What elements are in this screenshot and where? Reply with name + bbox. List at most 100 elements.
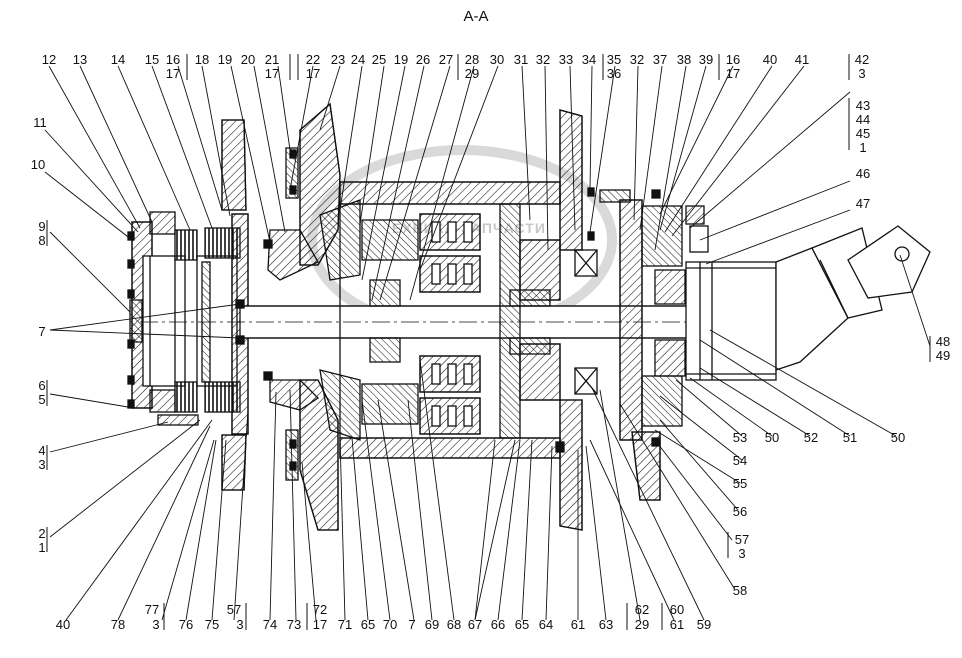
callout-bottom-15: 7 xyxy=(408,617,415,632)
label-brackets xyxy=(46,54,931,630)
callout-top-10: 17 xyxy=(265,66,279,81)
callout-bottom-6: 57 xyxy=(227,602,241,617)
callout-right-6: 48 xyxy=(936,334,950,349)
callout-right-13: 54 xyxy=(733,453,747,468)
hydraulic-motor xyxy=(685,225,931,381)
callout-left-9: 2 xyxy=(38,526,45,541)
callout-top-3: 15 xyxy=(145,52,159,67)
callout-right-15: 56 xyxy=(733,504,747,519)
callout-right-12: 50 xyxy=(891,430,905,445)
callout-bottom-16: 69 xyxy=(425,617,439,632)
callout-bottom-25: 29 xyxy=(635,617,649,632)
callout-bottom-9: 73 xyxy=(287,617,301,632)
callout-bottom-26: 60 xyxy=(670,602,684,617)
callout-top-21: 30 xyxy=(490,52,504,67)
callout-bottom-3: 3 xyxy=(152,617,159,632)
callout-top-1: 13 xyxy=(73,52,87,67)
callout-top-5: 17 xyxy=(166,66,180,81)
callout-left-10: 1 xyxy=(38,540,45,555)
callout-bottom-7: 3 xyxy=(236,617,243,632)
callout-bottom-17: 68 xyxy=(447,617,461,632)
callout-top-2: 14 xyxy=(111,52,125,67)
mechanism xyxy=(127,102,931,531)
callout-right-4: 46 xyxy=(856,166,870,181)
callout-top-12: 17 xyxy=(306,66,320,81)
callout-right-9: 50 xyxy=(765,430,779,445)
callout-left-3: 8 xyxy=(38,233,45,248)
callout-top-15: 25 xyxy=(372,52,386,67)
second-stage xyxy=(509,239,598,401)
callout-top-25: 34 xyxy=(582,52,596,67)
callout-left-4: 7 xyxy=(38,324,45,339)
callout-right-8: 53 xyxy=(733,430,747,445)
callout-left-7: 4 xyxy=(38,443,45,458)
callout-bottom-13: 65 xyxy=(361,617,375,632)
callout-top-36: 42 xyxy=(855,52,869,67)
callout-bottom-0: 40 xyxy=(56,617,70,632)
brake-housing xyxy=(129,211,249,435)
callout-top-30: 38 xyxy=(677,52,691,67)
callout-right-16: 57 xyxy=(735,532,749,547)
callout-left-6: 5 xyxy=(38,392,45,407)
callout-top-22: 31 xyxy=(514,52,528,67)
callout-bottom-10: 72 xyxy=(313,602,327,617)
callout-top-28: 32 xyxy=(630,52,644,67)
callout-top-32: 16 xyxy=(726,52,740,67)
callout-right-3: 1 xyxy=(859,140,866,155)
callout-top-26: 35 xyxy=(607,52,621,67)
callout-left-2: 9 xyxy=(38,219,45,234)
callout-top-17: 26 xyxy=(416,52,430,67)
callout-right-0: 43 xyxy=(856,98,870,113)
callout-right-17: 3 xyxy=(738,546,745,561)
callout-bottom-11: 17 xyxy=(313,617,327,632)
callout-top-23: 32 xyxy=(536,52,550,67)
callout-left-0: 11 xyxy=(33,115,47,130)
callout-bottom-20: 65 xyxy=(515,617,529,632)
bearing-set xyxy=(361,213,481,435)
callout-bottom-2: 77 xyxy=(145,602,159,617)
callout-top-20: 29 xyxy=(465,66,479,81)
section-title: A-A xyxy=(463,8,488,25)
callout-top-29: 37 xyxy=(653,52,667,67)
callout-bottom-8: 74 xyxy=(263,617,277,632)
callout-bottom-4: 76 xyxy=(179,617,193,632)
callout-top-7: 19 xyxy=(218,52,232,67)
callout-top-14: 24 xyxy=(351,52,365,67)
motor-port-circle xyxy=(894,246,910,262)
callout-bottom-14: 70 xyxy=(383,617,397,632)
leader-lines xyxy=(44,65,931,621)
callout-top-33: 17 xyxy=(726,66,740,81)
callout-top-34: 40 xyxy=(763,52,777,67)
callout-top-11: 22 xyxy=(306,52,320,67)
callout-right-5: 47 xyxy=(856,196,870,211)
callout-top-16: 19 xyxy=(394,52,408,67)
callout-bottom-19: 66 xyxy=(491,617,505,632)
callout-bottom-18: 67 xyxy=(468,617,482,632)
callout-right-7: 49 xyxy=(936,348,950,363)
callout-left-8: 3 xyxy=(38,457,45,472)
callout-bottom-1: 78 xyxy=(111,617,125,632)
callout-right-11: 51 xyxy=(843,430,857,445)
callout-bottom-28: 59 xyxy=(697,617,711,632)
callout-top-4: 16 xyxy=(166,52,180,67)
callout-bottom-27: 61 xyxy=(670,617,684,632)
callout-right-2: 45 xyxy=(856,126,870,141)
callout-top-8: 20 xyxy=(241,52,255,67)
callout-bottom-5: 75 xyxy=(205,617,219,632)
callout-top-19: 28 xyxy=(465,52,479,67)
callout-top-24: 33 xyxy=(559,52,573,67)
callout-left-1: 10 xyxy=(31,157,45,172)
callout-top-0: 12 xyxy=(42,52,56,67)
callout-bottom-24: 62 xyxy=(635,602,649,617)
callout-top-35: 41 xyxy=(795,52,809,67)
callout-bottom-22: 61 xyxy=(571,617,585,632)
callout-top-9: 21 xyxy=(265,52,279,67)
callout-top-27: 36 xyxy=(607,66,621,81)
callout-right-1: 44 xyxy=(856,112,870,127)
callout-left-5: 6 xyxy=(38,378,45,393)
callout-right-14: 55 xyxy=(733,476,747,491)
callout-bottom-12: 71 xyxy=(338,617,352,632)
